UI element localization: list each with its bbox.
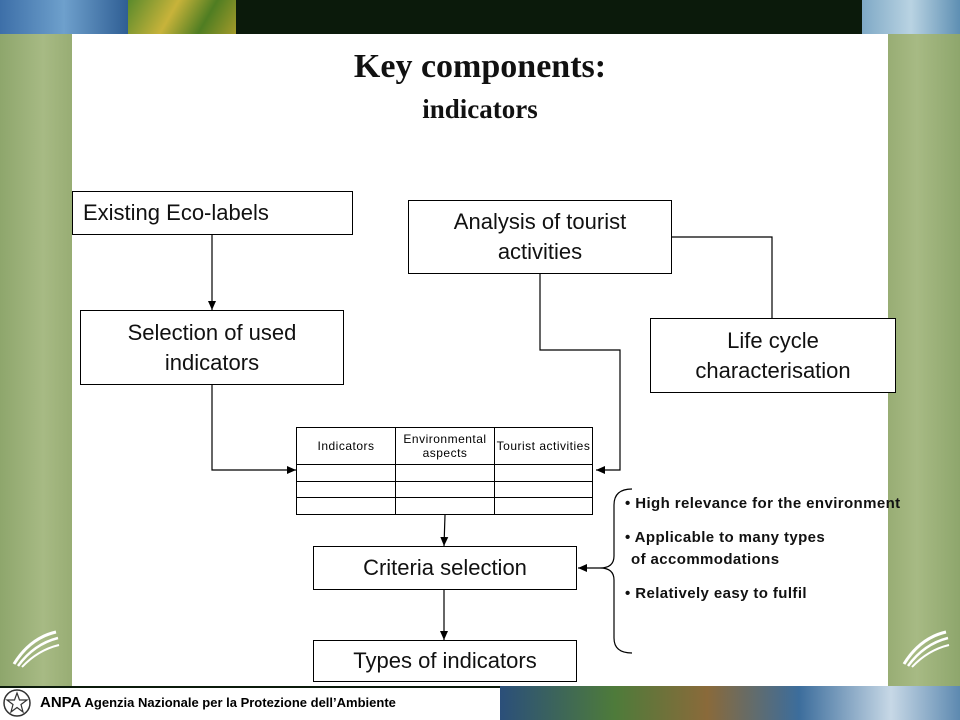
republic-emblem-icon bbox=[3, 689, 31, 717]
box-criteria-selection: Criteria selection bbox=[313, 546, 577, 590]
box-analysis-tourist-activities-text: Analysis of tourist activities bbox=[453, 209, 627, 264]
top-photo-coast bbox=[862, 0, 960, 34]
criteria-item-text: High relevance for the environment bbox=[635, 495, 901, 512]
footer-bar bbox=[0, 688, 500, 720]
left-side-panel bbox=[0, 34, 72, 686]
swoosh-left-icon bbox=[12, 630, 60, 668]
slide-subtitle: indicators bbox=[422, 94, 538, 124]
box-life-cycle-characterisation-text: Life cycle characterisation bbox=[695, 327, 851, 383]
table-header-indicators: Indicators bbox=[317, 439, 375, 453]
criteria-item-continuation: of accommodations bbox=[625, 550, 905, 570]
table-row-divider-3 bbox=[297, 497, 592, 498]
bottom-photo-strip bbox=[500, 686, 960, 720]
box-life-cycle-characterisation: Life cycle characterisation bbox=[650, 318, 896, 393]
box-selection-used-indicators-text: Selection of used indicators bbox=[127, 319, 297, 375]
top-photo-fields bbox=[128, 0, 236, 34]
criteria-item-text: Applicable to many types bbox=[634, 529, 826, 546]
box-types-of-indicators: Types of indicators bbox=[313, 640, 577, 682]
box-types-of-indicators-text: Types of indicators bbox=[353, 648, 537, 673]
table-col-divider-2 bbox=[494, 428, 495, 514]
footer-acronym: ANPA bbox=[40, 694, 82, 711]
box-existing-eco-labels-text: Existing Eco-labels bbox=[83, 200, 269, 225]
footer-agency: Agenzia Nazionale per la Protezione dell… bbox=[84, 695, 396, 710]
box-existing-eco-labels: Existing Eco-labels bbox=[72, 191, 353, 235]
table-header-environmental-aspects: Environmental aspects bbox=[403, 432, 487, 460]
table-header-tourist-activities: Tourist activities bbox=[496, 439, 591, 453]
criteria-item: • Relatively easy to fulfil bbox=[625, 585, 807, 602]
top-photo-strip bbox=[0, 0, 128, 34]
box-criteria-selection-text: Criteria selection bbox=[363, 555, 527, 580]
slide-title: Key components: bbox=[353, 48, 607, 85]
table-row-divider-2 bbox=[297, 481, 592, 482]
box-analysis-tourist-activities: Analysis of tourist activities bbox=[408, 200, 672, 274]
box-selection-used-indicators: Selection of used indicators bbox=[80, 310, 344, 385]
footer-agency-name: ANPA Agenzia Nazionale per la Protezione… bbox=[40, 694, 396, 711]
criteria-item: • High relevance for the environment bbox=[625, 495, 901, 512]
right-side-panel bbox=[888, 34, 960, 686]
criteria-item-text: Relatively easy to fulfil bbox=[635, 585, 807, 602]
table-col-divider-1 bbox=[395, 428, 396, 514]
indicators-table: Indicators Environmental aspects Tourist… bbox=[296, 427, 593, 515]
table-row-divider-1 bbox=[297, 464, 592, 465]
criteria-item: • Applicable to many types bbox=[625, 529, 826, 546]
criteria-item-text: of accommodations bbox=[631, 551, 780, 568]
criteria-list: • High relevance for the environment • A… bbox=[625, 494, 905, 618]
swoosh-right-icon bbox=[902, 630, 950, 668]
